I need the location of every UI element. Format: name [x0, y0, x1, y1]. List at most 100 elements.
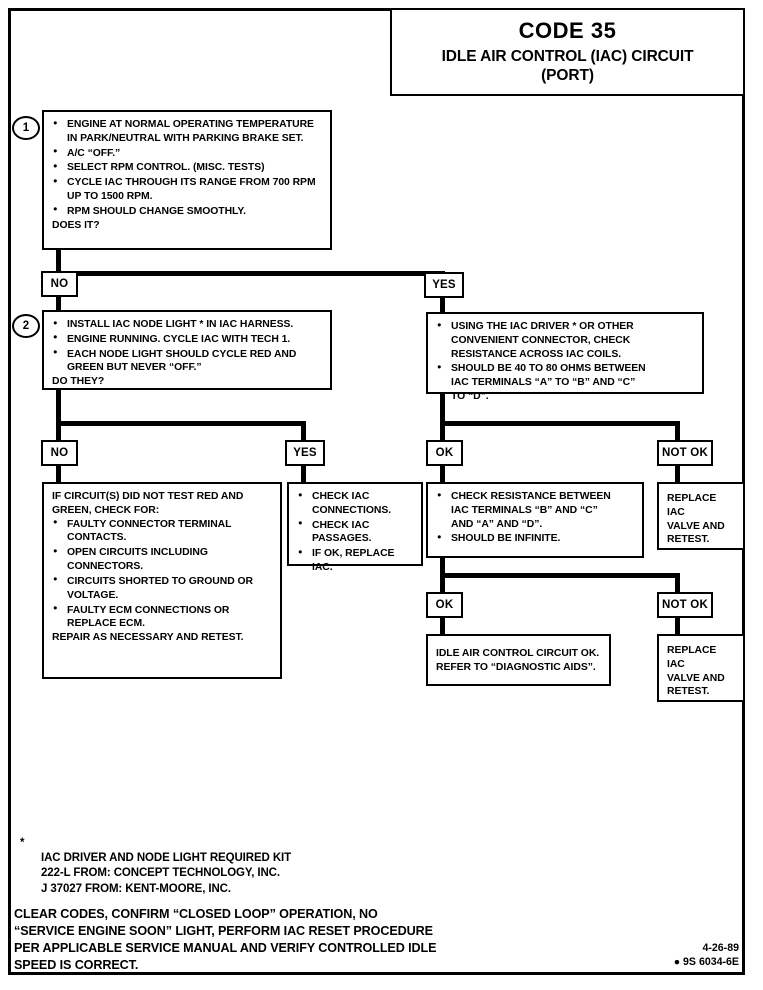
replace-1-line-1: REPLACE IAC: [667, 493, 717, 518]
check-iac-item-2: IF OK, REPLACE IAC.: [312, 548, 395, 574]
connector-step1-down: [56, 250, 61, 276]
circuit-fail-item-3-cont: REPLACE ECM.: [67, 618, 145, 630]
list-item: USING THE IAC DRIVER * OR OTHER CONVENIE…: [436, 319, 695, 361]
check-iac-item-1-cont: PASSAGES.: [312, 533, 372, 545]
step-1-question: DOES IT?: [52, 219, 100, 231]
required-kit-text: IAC DRIVER AND NODE LIGHT REQUIRED KIT 2…: [41, 852, 292, 895]
step-1-box: ENGINE AT NORMAL OPERATING TEMPERATURE I…: [42, 110, 332, 250]
connector-ok2-to-result: [440, 617, 445, 635]
part-number: ● 9S 6034-6E: [673, 955, 739, 968]
connector-to-no-2: [56, 421, 61, 441]
clear-codes-note: CLEAR CODES, CONFIRM “CLOSED LOOP” OPERA…: [14, 907, 437, 972]
resistance-check-box: USING THE IAC DRIVER * OR OTHER CONVENIE…: [426, 312, 704, 402]
replace-2-line-1: REPLACE IAC: [667, 645, 717, 670]
connector-resistance-split: [440, 421, 680, 426]
step-2-item-1: ENGINE RUNNING. CYCLE IAC WITH TECH 1.: [67, 333, 291, 345]
connector-step1-split: [56, 271, 445, 276]
label-no-1: NO: [41, 271, 78, 297]
step-1-item-2: SELECT RPM CONTROL. (MISC. TESTS): [67, 162, 265, 174]
check-iac-item-1: CHECK IAC: [312, 519, 370, 531]
infinite-item-1: SHOULD BE INFINITE.: [451, 533, 561, 545]
connector-to-notok-1: [675, 421, 680, 441]
resistance-item-0: USING THE IAC DRIVER * OR OTHER: [451, 321, 634, 332]
step-1-item-4: RPM SHOULD CHANGE SMOOTHLY.: [67, 205, 246, 217]
connector-no2-to-failbox: [56, 465, 61, 483]
connector-infinite-split: [440, 573, 680, 578]
replace-1-line-2: VALVE AND: [667, 520, 725, 532]
resistance-item-1-cont-b: TO “D”.: [451, 391, 489, 403]
circuit-fail-item-3: FAULTY ECM CONNECTIONS OR: [67, 604, 230, 616]
list-item: CIRCUITS SHORTED TO GROUND OR VOLTAGE.: [52, 574, 273, 603]
infinite-item-0: CHECK RESISTANCE BETWEEN: [451, 491, 611, 502]
ok-result-line-2: REFER TO “DIAGNOSTIC AIDS”.: [436, 661, 596, 673]
revision-date: 4-26-89: [702, 942, 739, 954]
connector-notok2-to-replace: [675, 617, 680, 635]
chart-subtitle-line2: (PORT): [541, 66, 594, 84]
connector-infinite-down: [440, 558, 445, 578]
replace-iac-box-2: REPLACE IAC VALVE AND RETEST.: [657, 634, 745, 702]
circuit-fail-item-0: FAULTY CONNECTOR TERMINAL: [67, 518, 232, 530]
step-1-item-1: A/C “OFF.”: [67, 147, 121, 159]
connector-yes2-to-checkbox: [301, 465, 306, 483]
list-item: RPM SHOULD CHANGE SMOOTHLY. DOES IT?: [52, 204, 323, 233]
list-item: SHOULD BE INFINITE.: [436, 532, 635, 546]
label-yes-2: YES: [285, 440, 325, 466]
step-1-item-3: CYCLE IAC THROUGH ITS RANGE FROM 700 RPM: [67, 177, 316, 189]
ok-result-line-1: IDLE AIR CONTROL CIRCUIT OK.: [436, 648, 600, 659]
infinite-item-0-cont-a: IAC TERMINALS “B” AND “C”: [451, 504, 598, 516]
chart-subtitle: IDLE AIR CONTROL (IAC) CIRCUIT (PORT): [392, 48, 743, 85]
circuit-fail-item-2-cont: VOLTAGE.: [67, 589, 119, 601]
infinite-resistance-box: CHECK RESISTANCE BETWEEN IAC TERMINALS “…: [426, 482, 644, 558]
check-iac-item-0-cont: CONNECTIONS.: [312, 504, 392, 516]
label-yes-1: YES: [424, 272, 464, 298]
step-1-item-3-cont: UP TO 1500 RPM.: [67, 191, 153, 203]
resistance-item-0-cont-a: CONVENIENT CONNECTOR, CHECK: [451, 334, 631, 346]
step-1-item-0: ENGINE AT NORMAL OPERATING TEMPERATURE: [67, 119, 314, 130]
circuit-fail-tail: REPAIR AS NECESSARY AND RETEST.: [52, 632, 244, 644]
circuit-fail-intro-2: GREEN, CHECK FOR:: [52, 504, 160, 516]
label-ok-2: OK: [426, 592, 463, 618]
replace-iac-box-1: REPLACE IAC VALVE AND RETEST.: [657, 482, 745, 550]
connector-ok1-to-infinite: [440, 465, 445, 483]
list-item: INSTALL IAC NODE LIGHT * IN IAC HARNESS.: [52, 318, 323, 332]
resistance-item-1-cont-a: IAC TERMINALS “A” TO “B” AND “C”: [451, 377, 636, 389]
infinite-item-0-cont-b: AND “A” AND “D”.: [451, 518, 543, 530]
required-kit-note: *IAC DRIVER AND NODE LIGHT REQUIRED KIT …: [20, 836, 291, 897]
list-item: IF OK, REPLACE IAC.: [297, 547, 414, 575]
step-marker-1: 1: [12, 116, 40, 140]
circuit-fail-item-1: OPEN CIRCUITS INCLUDING: [67, 547, 208, 559]
list-item: CHECK IAC PASSAGES.: [297, 518, 414, 547]
resistance-item-0-cont-b: RESISTANCE ACROSS IAC COILS.: [451, 348, 622, 360]
connector-step2-split: [56, 421, 306, 426]
chart-header: CODE 35 IDLE AIR CONTROL (IAC) CIRCUIT (…: [390, 8, 745, 96]
page-title: CODE 35: [518, 18, 617, 43]
list-item: CHECK RESISTANCE BETWEEN IAC TERMINALS “…: [436, 489, 635, 531]
connector-step2-down: [56, 390, 61, 426]
resistance-item-1: SHOULD BE 40 TO 80 OHMS BETWEEN: [451, 363, 646, 375]
step-2-item-2-cont: GREEN BUT NEVER “OFF.”: [67, 362, 202, 374]
circuit-fail-intro-1: IF CIRCUIT(S) DID NOT TEST RED AND: [52, 491, 244, 502]
replace-2-line-3: RETEST.: [667, 686, 710, 698]
connector-resistance-down: [440, 394, 445, 426]
list-item: FAULTY ECM CONNECTIONS OR REPLACE ECM. R…: [52, 603, 273, 645]
connector-notok1-to-replace: [675, 465, 680, 483]
check-iac-item-0: CHECK IAC: [312, 491, 370, 502]
circuit-fail-item-2: CIRCUITS SHORTED TO GROUND OR: [67, 575, 253, 587]
step-2-box: INSTALL IAC NODE LIGHT * IN IAC HARNESS.…: [42, 310, 332, 390]
list-item: SHOULD BE 40 TO 80 OHMS BETWEEN IAC TERM…: [436, 362, 695, 403]
list-item: CHECK IAC CONNECTIONS.: [297, 490, 414, 518]
label-not-ok-2: NOT OK: [657, 592, 713, 618]
circuit-fail-item-1-cont: CONNECTORS.: [67, 561, 144, 573]
list-item: SELECT RPM CONTROL. (MISC. TESTS): [52, 161, 323, 175]
step-1-item-0-cont: IN PARK/NEUTRAL WITH PARKING BRAKE SET.: [67, 132, 304, 144]
list-item: A/C “OFF.”: [52, 146, 323, 161]
list-item: ENGINE AT NORMAL OPERATING TEMPERATURE I…: [52, 118, 323, 146]
step-2-item-2: EACH NODE LIGHT SHOULD CYCLE RED AND: [67, 348, 297, 360]
connector-no1-to-step2: [56, 296, 61, 314]
label-not-ok-1: NOT OK: [657, 440, 713, 466]
step-marker-2: 2: [12, 314, 40, 338]
connector-to-ok-1: [440, 421, 445, 441]
replace-2-line-2: VALVE AND: [667, 672, 725, 684]
list-item: ENGINE RUNNING. CYCLE IAC WITH TECH 1.: [52, 332, 323, 347]
